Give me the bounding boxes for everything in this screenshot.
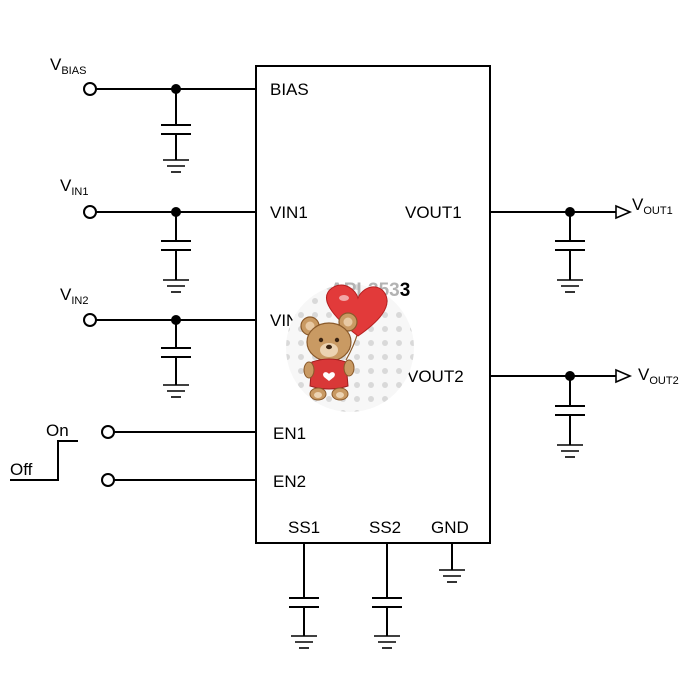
vbias-terminal — [83, 82, 97, 96]
bias-net — [83, 82, 256, 173]
signal-label-vin2: VIN2 — [60, 285, 88, 307]
en2-terminal — [101, 473, 115, 487]
signal-label-vout1: VOUT1 — [632, 195, 673, 217]
ss2-net — [372, 543, 402, 649]
pin-label-gnd: GND — [431, 518, 469, 537]
pin-label-vout1: VOUT1 — [405, 203, 462, 222]
vin1-terminal — [83, 205, 97, 219]
pin-label-ss2: SS2 — [369, 518, 401, 537]
teddy-bear-with-heart-balloon-icon: APL3533 — [286, 280, 414, 412]
vout1-net — [490, 204, 633, 293]
switch-label-on: On — [46, 421, 69, 440]
signal-label-vout2: VOUT2 — [638, 365, 679, 387]
vin1-net — [83, 205, 256, 293]
pin-label-vin1: VIN1 — [270, 203, 308, 222]
vin2-net — [83, 313, 256, 398]
en1-terminal — [101, 425, 115, 439]
ss1-net — [289, 543, 319, 649]
pin-label-ss1: SS1 — [288, 518, 320, 537]
pin-label-en1: EN1 — [273, 424, 306, 443]
gnd-net — [439, 543, 465, 583]
enable-net — [10, 425, 256, 487]
vout1-arrow-icon — [615, 204, 633, 220]
pin-label-en2: EN2 — [273, 472, 306, 491]
vout2-net — [490, 368, 633, 458]
pin-label-vout2: VOUT2 — [407, 367, 464, 386]
vout2-arrow-icon — [615, 368, 633, 384]
switch-label-off: Off — [10, 460, 33, 479]
pin-label-bias: BIAS — [270, 80, 309, 99]
signal-label-vin1: VIN1 — [60, 176, 88, 198]
vin2-terminal — [83, 313, 97, 327]
signal-label-vbias: VBIAS — [50, 55, 86, 77]
on-off-switch-symbol — [10, 440, 78, 481]
